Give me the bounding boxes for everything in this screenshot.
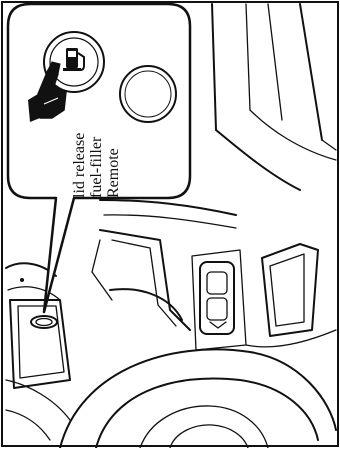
label-line-1: Remote (105, 148, 122, 198)
label-line-2: fuel-filler (88, 136, 105, 198)
release-lever (31, 316, 57, 328)
label-line-3: lid release (71, 133, 88, 198)
